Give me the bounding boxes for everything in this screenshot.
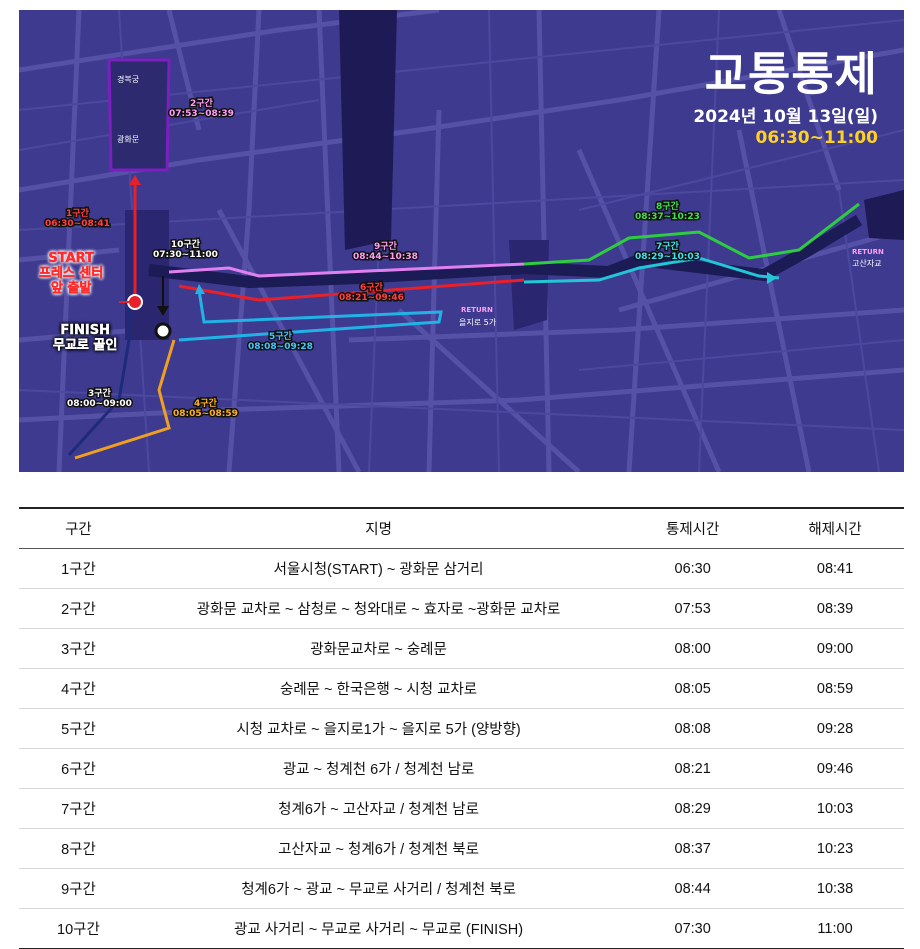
place-gyeongbokgung: 경복궁 [117,75,140,84]
cell-section: 5구간 [19,708,138,749]
event-time: 06:30~11:00 [755,128,878,148]
cell-section: 9구간 [19,868,138,909]
start-callout: START 프레스 센터 앞 출발 [39,251,104,297]
cell-place: 광교 ~ 청계천 6가 / 청계천 남로 [137,748,620,789]
finish-callout: FINISH 무교로 골인 [53,323,118,354]
cell-section: 7구간 [19,788,138,829]
cell-section: 6구간 [19,748,138,789]
route-seg9 [168,262,525,278]
cell-section: 8구간 [19,828,138,869]
cell-control-time: 07:30 [619,908,767,949]
cell-control-time: 08:44 [619,868,767,909]
return-label-gosanja: RETURN [852,248,884,256]
start-marker [127,294,143,310]
cell-release-time: 10:03 [766,788,904,829]
cell-place: 청계6가 ~ 고산자교 / 청계천 남로 [137,788,620,829]
place-eulji5: 을지로 5가 [459,318,497,327]
cell-control-time: 06:30 [619,548,767,589]
route-seg4 [74,339,176,460]
cell-control-time: 08:00 [619,628,767,669]
route-seg5 [178,289,443,342]
table-header-row: 구간 지명 통제시간 해제시간 [19,508,904,549]
cell-section: 1구간 [19,548,138,589]
route-seg10 [148,214,863,289]
cell-release-time: 11:00 [766,908,904,949]
cell-place: 숭례문 ~ 한국은행 ~ 시청 교차로 [137,668,620,709]
start-line2: 프레스 센터 [39,265,104,281]
cell-control-time: 07:53 [619,588,767,629]
route-seg3 [67,300,131,457]
cell-release-time: 09:00 [766,628,904,669]
map-graphics [19,10,904,472]
cell-place: 광화문 교차로 ~ 삼청로 ~ 청와대로 ~ 효자로 ~광화문 교차로 [137,588,620,629]
map-title: 교통통제 [704,47,878,101]
cell-place: 고산자교 ~ 청계6가 / 청계천 북로 [137,828,620,869]
cell-section: 4구간 [19,668,138,709]
cell-section: 2구간 [19,588,138,629]
route-seg6 [178,278,525,302]
cell-release-time: 10:38 [766,868,904,909]
park-block [339,10,397,250]
event-date: 2024년 10월 13일(일) [693,107,878,127]
cell-control-time: 08:08 [619,708,767,749]
cell-section: 10구간 [19,908,138,949]
street-grid [19,10,904,472]
cell-release-time: 08:39 [766,588,904,629]
cell-control-time: 08:21 [619,748,767,789]
cell-release-time: 08:41 [766,548,904,589]
route-seg7 [523,256,780,284]
cell-place: 시청 교차로 ~ 을지로1가 ~ 을지로 5가 (양방향) [137,708,620,749]
cell-section: 3구간 [19,628,138,669]
start-line3: 앞 출발 [50,280,92,296]
cell-release-time: 09:28 [766,708,904,749]
cell-release-time: 10:23 [766,828,904,869]
cell-release-time: 08:59 [766,668,904,709]
header-section: 구간 [65,522,92,538]
finish-line2: 무교로 골인 [53,337,118,353]
start-title: START [48,251,94,266]
place-gwanghwamun: 광화문 [117,135,140,144]
cell-release-time: 09:46 [766,748,904,789]
cell-control-time: 08:37 [619,828,767,869]
return-label-eulji: RETURN [461,306,493,314]
header-control-time: 통제시간 [665,522,720,538]
finish-title: FINISH [60,323,110,338]
route-seg2 [107,58,171,172]
cell-place: 서울시청(START) ~ 광화문 삼거리 [137,548,620,589]
cell-control-time: 08:05 [619,668,767,709]
header-release-time: 해제시간 [808,522,862,538]
finish-marker [154,322,172,340]
route-seg8 [523,202,860,266]
header-place: 지명 [365,522,392,538]
cell-place: 광교 사거리 ~ 무교로 사거리 ~ 무교로 (FINISH) [137,908,620,949]
cell-place: 광화문교차로 ~ 숭례문 [137,628,620,669]
cell-control-time: 08:29 [619,788,767,829]
place-gosanja: 고산자교 [852,259,882,268]
cell-place: 청계6가 ~ 광교 ~ 무교로 사거리 / 청계천 북로 [137,868,620,909]
